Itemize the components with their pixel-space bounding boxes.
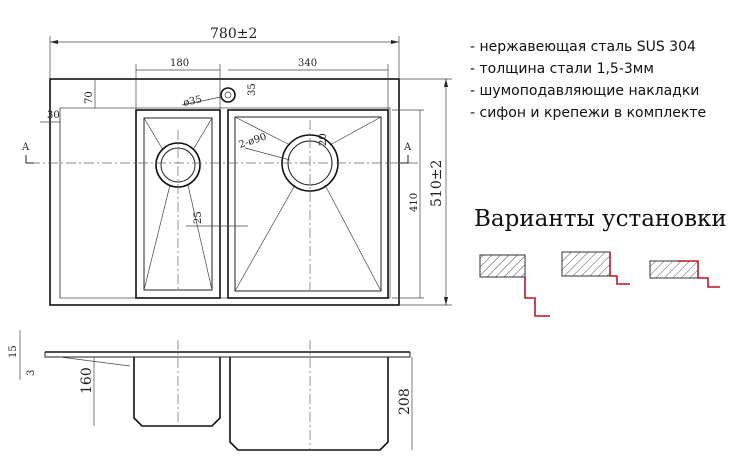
feature-item: - шумоподавляющие накладки (470, 83, 700, 99)
dim-rim-15: 15 (8, 345, 19, 358)
dim-bowl-length: 410 (409, 193, 420, 212)
install-option-overmount (649, 260, 720, 288)
dim-radius-20: 20 (318, 133, 329, 146)
section-mark-left: A (21, 142, 30, 153)
dim-overall-length: 510±2 (429, 160, 445, 207)
overflow-hole (220, 87, 236, 103)
plan-view: 780±2 180 340 70 30 ø35 35 2-ø90 20 25 4… (21, 26, 452, 306)
sink-inner-outline (59, 107, 391, 299)
feature-item: - толщина стали 1,5-3мм (470, 61, 654, 77)
feature-list: - нержавеющая сталь SUS 304 - толщина ст… (470, 36, 706, 124)
feature-item: - нержавеющая сталь SUS 304 (470, 39, 696, 55)
sink-outline (49, 78, 400, 306)
install-option-inset (561, 251, 630, 285)
section-view: 15 3 160 208 (8, 330, 413, 451)
dim-gap-25: 25 (193, 211, 204, 224)
dim-depth-small: 160 (79, 367, 95, 394)
dim-drain-dia: 2-ø90 (238, 132, 269, 151)
install-option-flush (479, 254, 550, 317)
section-mark-right: A (403, 142, 412, 153)
dim-offset-70: 70 (84, 91, 95, 104)
dim-depth-large: 208 (397, 388, 413, 415)
dim-large-bowl: 340 (298, 58, 317, 69)
dim-rim-3: 3 (26, 370, 37, 376)
dim-small-bowl: 180 (170, 58, 189, 69)
dim-overflow-dia: ø35 (182, 94, 203, 109)
install-options-title: Варианты установки (474, 206, 727, 232)
feature-item: - сифон и крепежи в комплекте (470, 105, 707, 121)
dim-overall-width: 780±2 (210, 26, 257, 42)
dim-overflow-35: 35 (247, 83, 258, 96)
dim-offset-30: 30 (47, 110, 60, 121)
